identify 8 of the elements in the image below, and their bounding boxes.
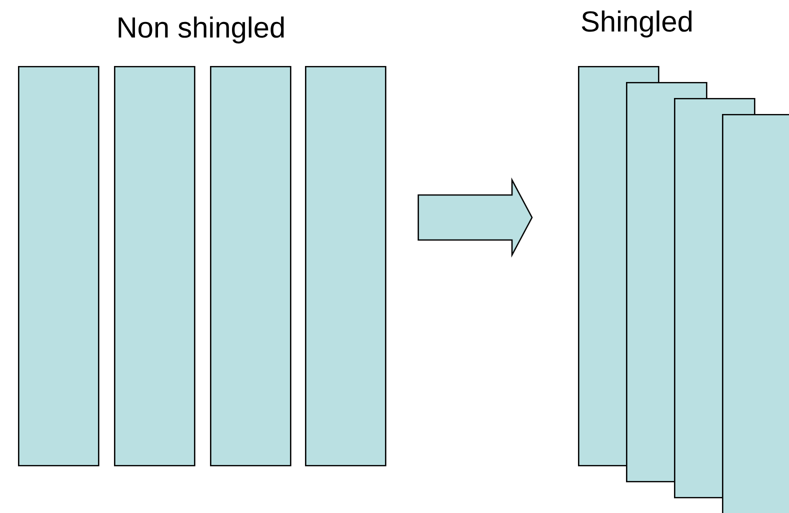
heading: Shingled [582,10,692,38]
arrow [418,177,533,258]
bar [722,114,789,513]
heading: Non shingled [118,16,284,44]
bar [18,66,100,466]
bar [305,66,386,466]
bar [114,66,196,466]
bar [210,66,292,466]
